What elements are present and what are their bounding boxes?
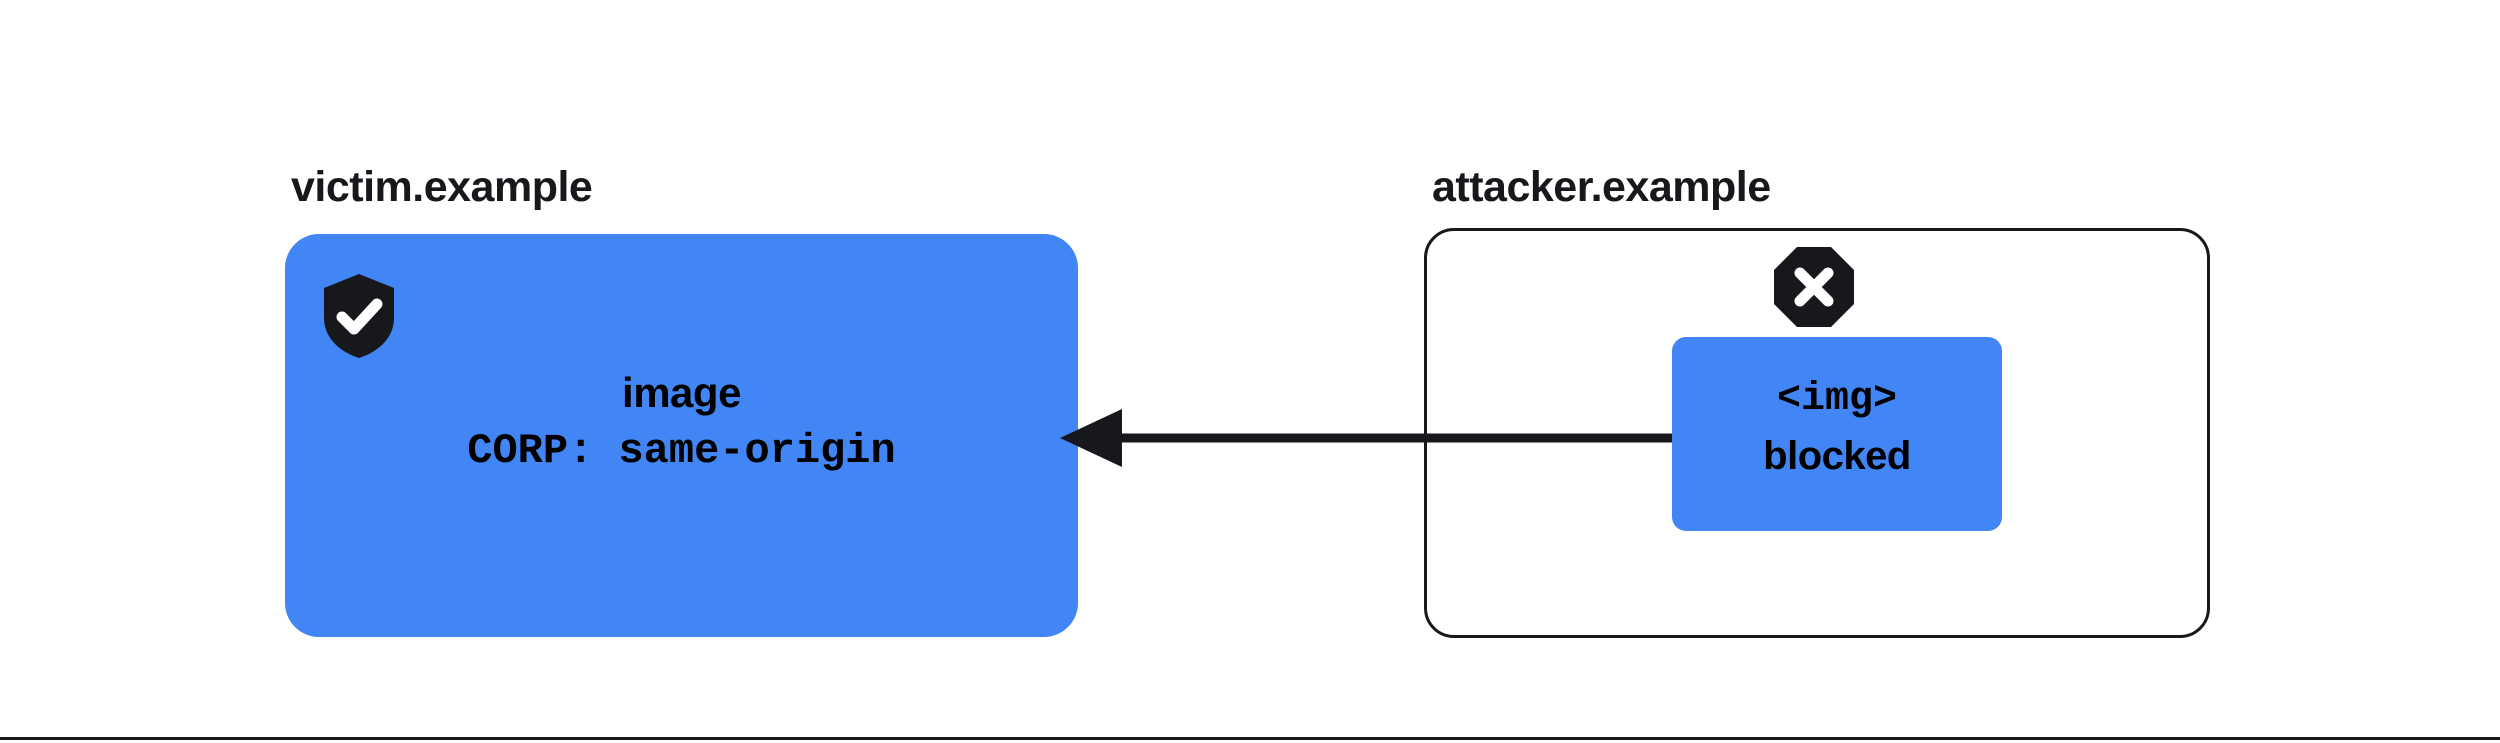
- bottom-divider: [0, 737, 2500, 740]
- attacker-element-tag: <img>: [1776, 377, 1898, 422]
- attacker-img-card: <img> blocked: [1672, 337, 2002, 531]
- attacker-img-text: <img> blocked: [1672, 372, 2002, 484]
- attacker-origin-label: attacker.example: [1432, 163, 1771, 211]
- victim-corp-header: CORP: same-origin: [467, 427, 896, 475]
- victim-resource-name: image: [622, 369, 741, 416]
- octagon-x-icon: [1772, 245, 1856, 329]
- shield-check-icon: [321, 272, 397, 360]
- attacker-status-label: blocked: [1763, 434, 1911, 478]
- victim-resource-text: image CORP: same-origin: [285, 364, 1078, 480]
- victim-origin-label: victim.example: [291, 163, 593, 211]
- attacker-origin-frame: [1424, 228, 2210, 638]
- arrow-left-icon: [1060, 405, 1690, 471]
- victim-resource-card: image CORP: same-origin: [285, 234, 1078, 637]
